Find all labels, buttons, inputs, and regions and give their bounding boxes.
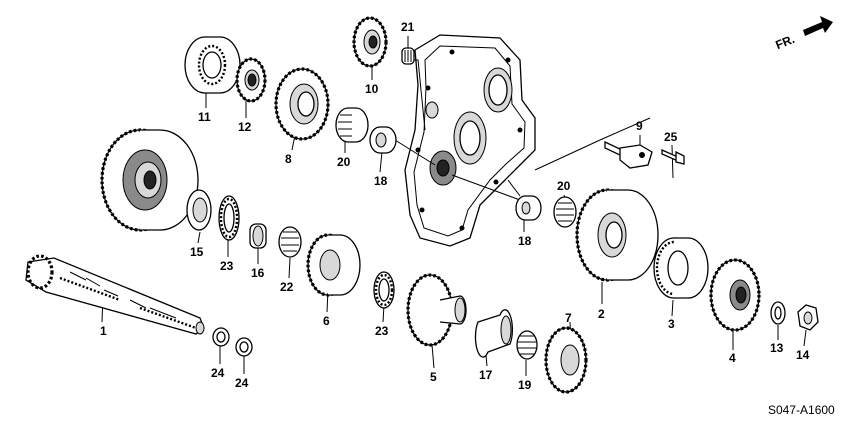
front-arrow-icon: [803, 16, 833, 36]
part-2-gear: [575, 188, 659, 282]
part-17-distance-collar: [474, 309, 514, 358]
part-1-mainshaft: [25, 254, 205, 335]
part-7-gear: [544, 326, 588, 394]
label-part-20-upper: 20: [337, 155, 351, 169]
direction-label: FR.: [773, 32, 796, 52]
label-part-7: 7: [565, 311, 572, 325]
label-part-10: 10: [365, 82, 379, 96]
part-5-gear: [406, 273, 467, 347]
label-part-2: 2: [598, 307, 605, 321]
part-24-washer-a: [212, 327, 230, 347]
front-direction-indicator: FR.: [773, 16, 833, 52]
part-16-collar: [249, 223, 267, 249]
part-6-gear: [306, 233, 361, 297]
case-cover-plate: [404, 34, 536, 247]
part-19-needle-bearing: [516, 330, 538, 360]
part-4-park-gear: [709, 258, 761, 332]
label-part-19: 19: [518, 378, 532, 392]
label-part-6: 6: [323, 314, 330, 328]
label-part-13: 13: [770, 341, 784, 355]
part-11-hub-sleeve: [184, 36, 241, 94]
label-part-24-a: 24: [211, 366, 225, 380]
part-15-bearing: [186, 189, 212, 231]
label-part-25: 25: [664, 130, 678, 144]
label-part-17: 17: [479, 368, 493, 382]
part-12-gear: [235, 57, 267, 103]
diagram-code: S047-A1600: [768, 403, 835, 417]
label-part-21: 21: [401, 20, 415, 34]
part-14-locknut: [797, 304, 819, 331]
label-part-5: 5: [430, 370, 437, 384]
part-21-needle-bearing: [401, 47, 415, 65]
part-22-needle-bearing: [278, 226, 302, 258]
part-8-gear: [274, 67, 330, 141]
part-24-washer-b: [235, 337, 253, 357]
label-part-9: 9: [636, 119, 643, 133]
label-part-15: 15: [190, 245, 204, 259]
part-23-thrust-washer-right: [373, 271, 395, 309]
part-9-shaft-bracket: [599, 117, 653, 169]
part-20-needle-bearing-upper: [335, 107, 369, 143]
part-3-clutch-hub: [653, 237, 709, 299]
label-part-14: 14: [796, 348, 810, 362]
label-part-1: 1: [100, 324, 107, 338]
part-23-thrust-washer-left: [218, 195, 240, 241]
label-part-8: 8: [285, 152, 292, 166]
part-18-collar-lower: [515, 195, 542, 221]
label-part-11: 11: [198, 110, 211, 124]
part-number-labels: 1 2 3 4 5 6 7 8 9 10 11 12 13 14 15 16 1…: [100, 20, 810, 392]
label-part-23-right: 23: [375, 324, 389, 338]
label-part-20-lower: 20: [557, 179, 571, 193]
label-part-3: 3: [668, 317, 675, 331]
label-part-16: 16: [251, 266, 265, 280]
clutch-drum-assembly: [100, 128, 199, 232]
label-part-22: 22: [280, 280, 294, 294]
part-13-washer: [770, 301, 786, 325]
label-part-12: 12: [238, 120, 252, 134]
label-part-4: 4: [729, 351, 736, 365]
label-part-23-left: 23: [220, 259, 234, 273]
part-25-bolt: [661, 149, 685, 165]
label-part-18-upper: 18: [374, 174, 388, 188]
part-10-gear: [352, 16, 388, 68]
part-18-collar-upper: [369, 126, 397, 154]
label-part-24-b: 24: [235, 376, 249, 390]
part-20-needle-bearing-lower: [553, 196, 577, 228]
label-part-18-lower: 18: [518, 234, 532, 248]
